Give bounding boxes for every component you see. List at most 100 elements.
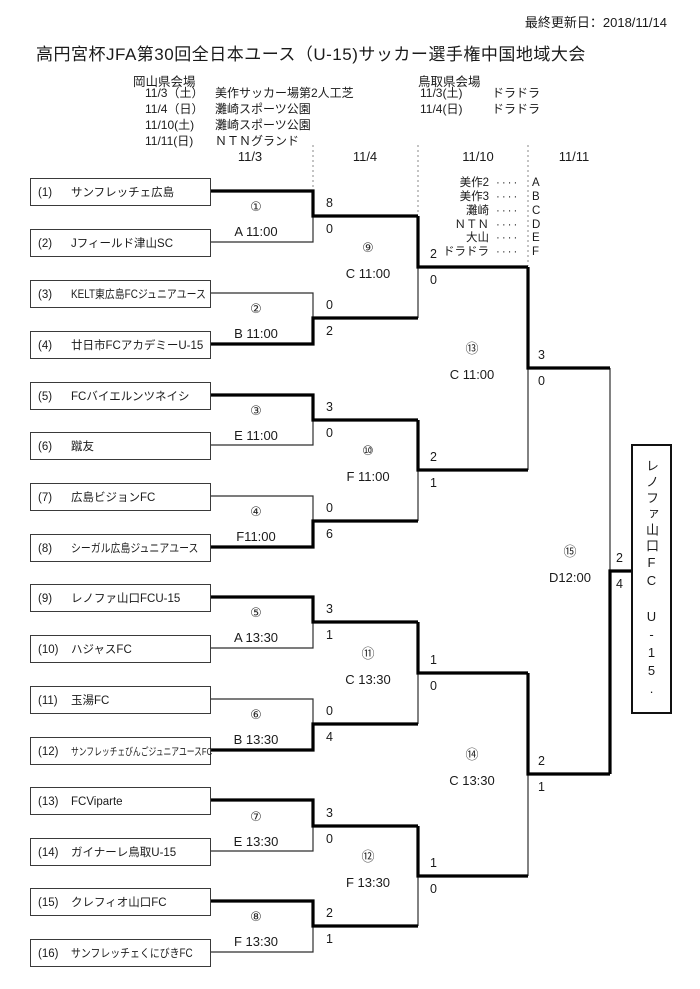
team-name: Jフィールド津山SC [71,238,173,250]
page-title: 高円宮杯JFA第30回全日本ユース（U-15)サッカー選手権中国地域大会 [36,45,586,64]
match-slot: B 13:30 [233,732,279,747]
legend-name: 美作2 [459,177,489,189]
match-score-top: 1 [430,653,437,667]
column-separator-dotted-lines [312,145,529,266]
match-slot: B 11:00 [234,326,278,341]
legend-dots: ···· [496,246,520,258]
team-name: FCViparte [71,796,123,808]
match-score-bottom: 1 [326,932,333,946]
match-score-top: 2 [430,450,437,464]
match-score-top: 3 [326,400,333,414]
team-box: (4)廿日市FCアカデミーU-15 [30,331,211,359]
team-box: (3) KELT東広島FCジュニアユース [30,280,211,308]
team-box: (12)サンフレッチェびんごジュニアユースFC [30,737,212,765]
match-score-bottom: 0 [538,374,545,388]
venue-date: 11/10(土) [145,118,195,132]
legend-dots: ···· [496,205,520,217]
match-number: ⑪ [361,646,375,661]
match-slot: E 13:30 [233,834,279,849]
team-name: サンフレッチェくにびきFC [71,948,193,960]
team-seed: (12) [38,746,59,758]
match-score-bottom: 0 [430,273,437,287]
legend-row: 美作3 ···· B [420,191,550,204]
match-score-bottom: 4 [616,577,623,591]
match-score-top: 3 [326,602,333,616]
team-box: (2)Jフィールド津山SC [30,229,211,257]
legend-name: 灘崎 [466,205,489,217]
team-box: (7)広島ビジョンFC [30,483,211,511]
venue-name: 灘崎スポーツ公園 [215,118,311,132]
match-slot: C 13:30 [449,773,495,788]
team-name: ハジャスFC [71,644,132,656]
venue-date: 11/3(土) [420,86,463,100]
team-seed: (3) [38,289,53,301]
match-slot: F11:00 [236,529,276,544]
team-seed: (13) [38,796,59,808]
venue-okayama-heading: 岡山県会場 [133,75,196,89]
match-slot: A 11:00 [234,224,278,239]
team-name: レノファ山口FCU-15 [71,593,181,605]
match-slot: A 13:30 [233,630,279,645]
team-seed: (15) [38,897,59,909]
team-box: (14)ガイナーレ鳥取U-15 [30,838,211,866]
match-number: ⑩ [362,443,374,458]
match-score-bottom: 0 [430,882,437,896]
match-number: ④ [250,504,262,519]
legend-name: ＮＴＮ [454,219,490,231]
match-slot: C 11:00 [345,266,391,281]
legend-name: 美作3 [459,191,489,203]
team-box: (11)玉湯FC [30,686,211,714]
match-score-top: 3 [326,806,333,820]
match-score-top: 8 [326,196,333,210]
match-number: ① [250,199,262,214]
team-seed: (16) [38,948,59,960]
team-name: ガイナーレ鳥取U-15 [71,847,177,859]
team-name: クレフィオ山口FC [71,897,167,909]
team-seed: (11) [38,695,58,707]
match-score-top: 0 [326,298,333,312]
team-name: KELT東広島FCジュニアユース [71,289,206,301]
match-score-bottom: 0 [326,832,333,846]
team-seed: (1) [38,187,53,199]
team-box: (8)シーガル広島ジュニアユース [30,534,211,562]
match-number: ⑫ [361,849,375,864]
champion-box: レノファ山口FC U-15. [631,444,672,714]
team-box: (6)蹴友 [30,432,211,460]
match-score-bottom: 0 [326,222,333,236]
match-score-top: 1 [430,856,437,870]
team-box: (1)サンフレッチェ広島 [30,178,211,206]
match-score-bottom: 1 [326,628,333,642]
team-name: FCバイエルンツネイシ [71,391,190,403]
match-number: ⑮ [563,544,577,559]
legend-code: A [532,177,540,189]
team-seed: (8) [38,543,53,555]
match-score-top: 2 [430,247,437,261]
team-seed: (10) [38,644,59,656]
team-box: (15) クレフィオ山口FC [30,888,211,916]
venue-name: ＮＴＮグランド [215,134,300,148]
match-number: ⑥ [250,707,262,722]
match-score-top: 2 [538,754,545,768]
match-score-bottom: 1 [430,476,437,490]
match-score-bottom: 1 [538,780,545,794]
legend-name: ドラドラ [443,246,489,258]
legend-code: F [532,246,540,258]
legend-dots: ···· [496,177,520,189]
match-slot: F 11:00 [346,469,390,484]
match-score-top: 0 [326,704,333,718]
team-box: (9) レノファ山口FCU-15 [30,584,211,612]
match-score-bottom: 6 [326,527,333,541]
match-score-top: 3 [538,348,545,362]
legend-code: C [532,205,541,217]
match-score-top: 2 [616,551,623,565]
legend-name: 大山 [466,232,489,244]
round-date-2: 11/4 [352,149,378,164]
team-seed: (5) [38,391,53,403]
round-date-3: 11/10 [462,149,494,164]
match-score-bottom: 2 [326,324,333,338]
team-box: (10) ハジャスFC [30,635,211,663]
match-number: ⑨ [362,240,374,255]
team-seed: (9) [38,593,53,605]
match-slot: E 11:00 [234,428,278,443]
